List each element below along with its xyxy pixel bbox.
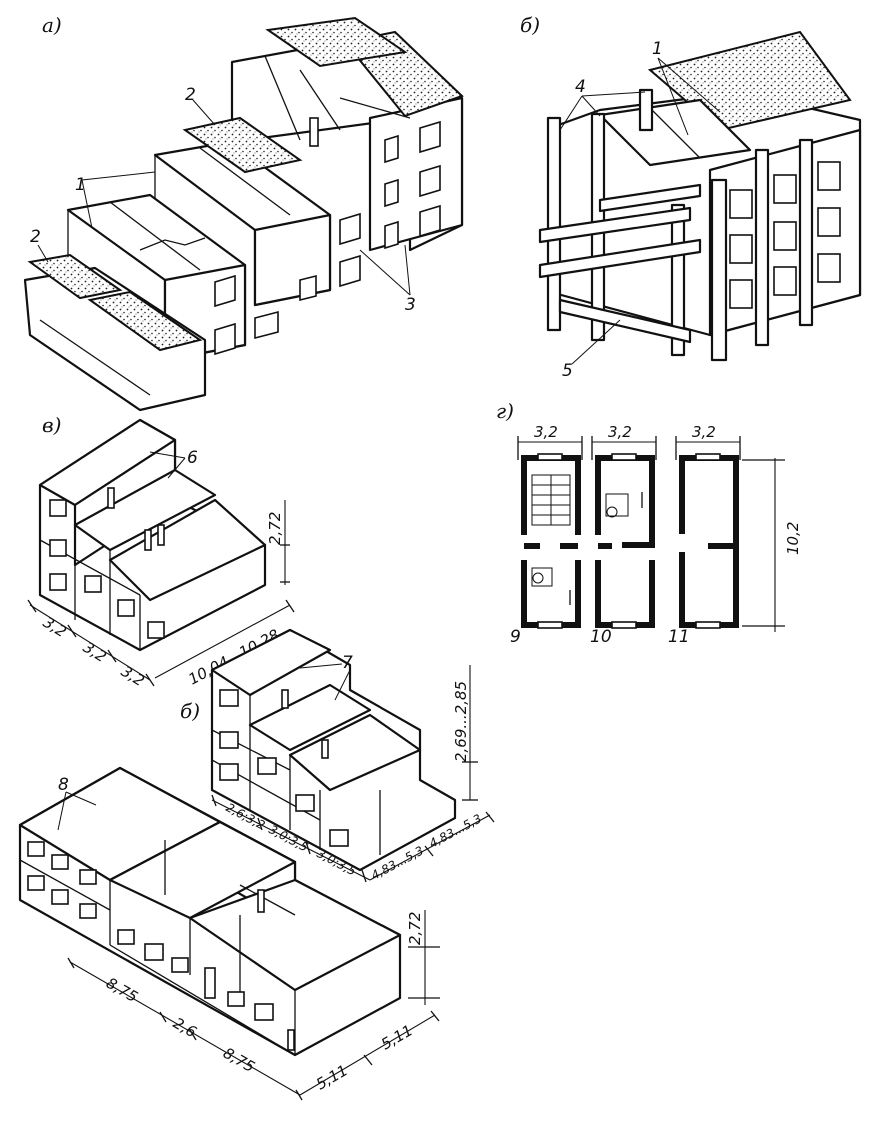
frame-beams (538, 183, 702, 344)
panel-v-label: в) (42, 413, 61, 437)
callout-2-left: 2 (30, 227, 41, 247)
plan-label-11: 11 (668, 627, 690, 647)
svg-text:10,2: 10,2 (784, 522, 802, 555)
panel-g-label: г) (496, 399, 514, 423)
svg-text:8,75: 8,75 (220, 1044, 258, 1076)
plan-width-dims: 3,2 3,2 3,2 (517, 423, 741, 460)
plan-label-10: 10 (590, 627, 612, 647)
roof-slab-middle (182, 116, 303, 174)
plan-label-9: 9 (510, 627, 521, 647)
frame-columns (546, 88, 814, 362)
svg-text:3,2: 3,2 (40, 613, 70, 641)
floor-slab-front (87, 290, 203, 352)
svg-text:8,75: 8,75 (103, 974, 141, 1006)
callout-4: 4 (575, 77, 586, 97)
svg-text:5,11: 5,11 (313, 1061, 351, 1093)
bottom-windows (27, 841, 295, 1051)
frame-right-windows (729, 161, 841, 309)
svg-text:2,6: 2,6 (170, 1014, 200, 1042)
plan-height-dim: 10,2 (742, 458, 802, 632)
svg-text:3,2: 3,2 (608, 423, 632, 441)
v-windows (49, 487, 165, 639)
roof-slab-top (265, 16, 408, 68)
tall-block-right-face (368, 96, 464, 252)
callout-7: 7 (342, 653, 353, 673)
svg-text:2,72: 2,72 (266, 512, 284, 545)
svg-text:5,11: 5,11 (378, 1021, 416, 1053)
panel-b-mid-label: б) (180, 699, 200, 723)
panel-a-stepped-building: а) (23, 13, 464, 412)
plan-11 (678, 453, 739, 629)
panel-v-stepped-modules: в) 6 (27, 413, 295, 690)
svg-text:3,2: 3,2 (80, 638, 110, 666)
panel-b-callouts: 1 4 5 (559, 39, 721, 381)
panel-b-mid-stepped-modules: б) 7 2,6;3,2 (180, 628, 495, 883)
svg-text:2,69...2,85: 2,69...2,85 (452, 681, 470, 762)
callout-2-top: 2 (185, 85, 196, 105)
panel-a-callouts: 1 2 2 3 (30, 85, 416, 315)
right-face-windows (384, 120, 441, 250)
callout-3: 3 (405, 295, 416, 315)
module-top-middle (73, 468, 217, 552)
roof-slab-left (27, 253, 123, 300)
panel-b-top-label: б) (520, 13, 540, 37)
svg-text:3,2: 3,2 (118, 662, 148, 690)
panel-b-frame-building: б) (520, 13, 862, 381)
panel-g-floor-plans: г) 3,2 3,2 3,2 (496, 399, 802, 647)
plan-9 (521, 453, 581, 629)
crack-joint (139, 237, 206, 251)
callout-1-b: 1 (652, 39, 663, 59)
callout-5: 5 (562, 361, 573, 381)
bottom-long-building: 8 8,75 2,6 8,75 5,11 5,11 2,72 (18, 766, 440, 1101)
plan-10 (595, 453, 655, 629)
mid-windows (219, 689, 349, 847)
svg-text:3,2: 3,2 (692, 423, 716, 441)
callout-6: 6 (187, 448, 198, 468)
callout-1: 1 (75, 175, 86, 195)
panel-a-label: а) (42, 13, 62, 37)
svg-text:3,2: 3,2 (534, 423, 558, 441)
callout-8: 8 (58, 775, 69, 795)
staircase (531, 474, 571, 526)
svg-text:2,72: 2,72 (406, 912, 424, 945)
